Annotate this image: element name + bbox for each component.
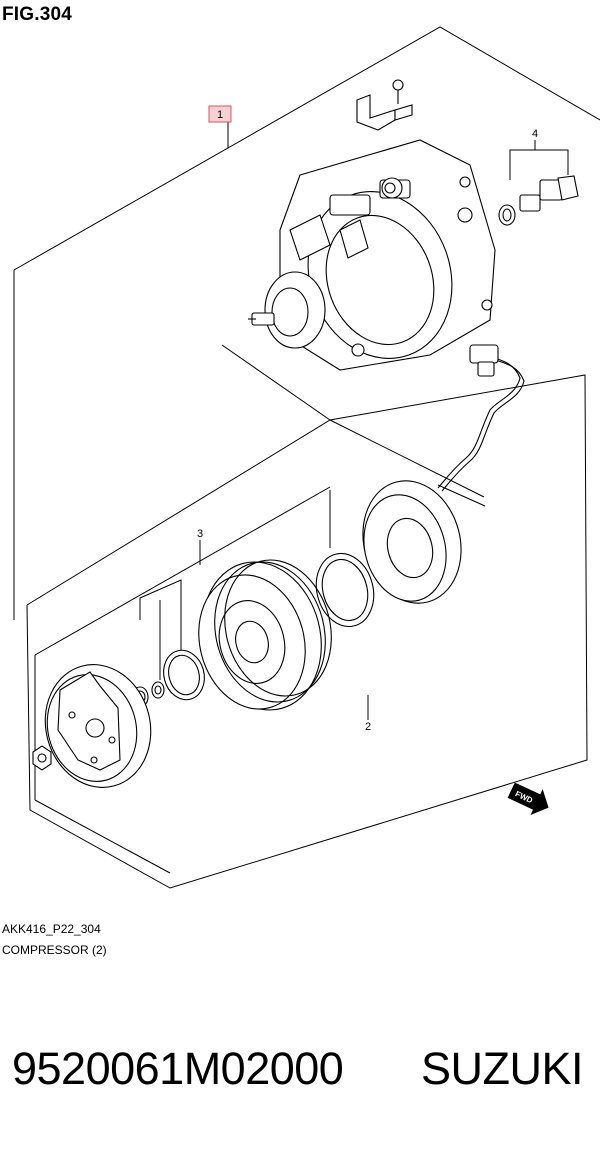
field-coil [362, 480, 462, 604]
snap-ring-small [163, 649, 205, 701]
callout-4: 4 [532, 128, 538, 140]
callout-2: 2 [365, 721, 371, 733]
part-number: 9520061M02000 [12, 1043, 344, 1094]
nut [32, 745, 52, 771]
fwd-arrow-icon: FWD [507, 782, 549, 815]
pressure-switch [498, 175, 579, 226]
assembly-frame-upper [13, 26, 600, 271]
figure-title: FIG.304 [2, 4, 73, 25]
armature-plate [44, 664, 152, 788]
pulley [198, 559, 332, 711]
figure-caption: COMPRESSOR (2) [2, 943, 107, 957]
callout-1-highlight [208, 105, 232, 123]
compressor-exploded-diagram: FWD 1 4 3 2 [13, 26, 600, 889]
figure-code: AKK416_P22_304 [2, 922, 101, 936]
callout-1: 1 [217, 109, 223, 121]
snap-ring-large [315, 552, 375, 628]
compressor-body [248, 139, 496, 371]
brand-name: SUZUKI [421, 1043, 584, 1094]
callout-3: 3 [197, 528, 203, 540]
bracket [356, 79, 413, 131]
wire-harness [437, 344, 525, 492]
